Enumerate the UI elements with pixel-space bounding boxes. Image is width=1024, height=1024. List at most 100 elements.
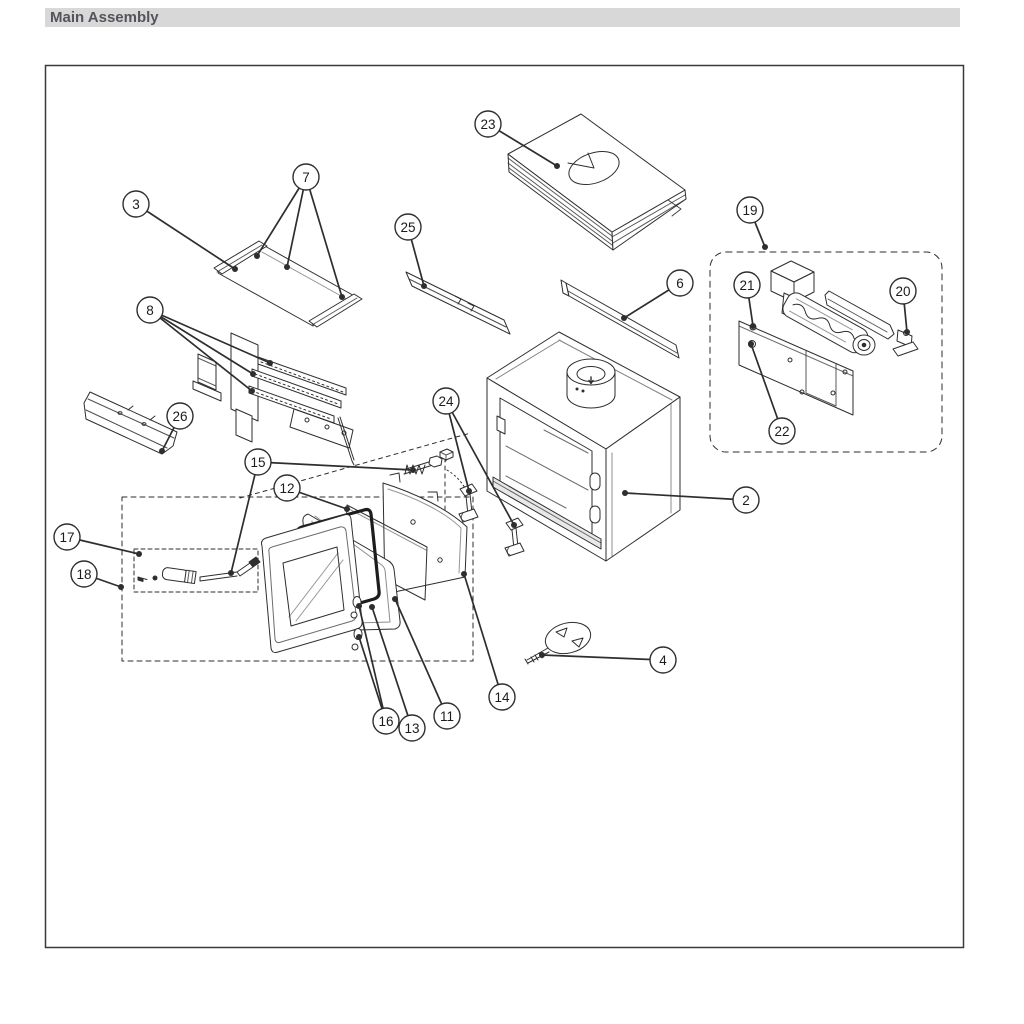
leader-dot [622, 490, 628, 496]
callout-4: 4 [539, 646, 677, 674]
flue-collar [566, 358, 616, 409]
callout-number: 6 [676, 276, 684, 291]
callout-number: 26 [172, 409, 187, 424]
callout-circle [649, 646, 677, 674]
callout-number: 16 [378, 714, 393, 729]
callout-8: 8 [136, 296, 273, 394]
callout-19: 19 [736, 196, 768, 250]
leader-dot [228, 570, 234, 576]
callout-number: 17 [59, 530, 74, 545]
callout-circle [394, 213, 422, 241]
callout-number: 12 [279, 481, 294, 496]
leader-dot [249, 388, 255, 394]
baffle-plate-part [213, 240, 363, 328]
leader-dot [159, 448, 165, 454]
stove-body-part [486, 331, 681, 562]
callout-number: 19 [742, 203, 757, 218]
callout-number: 14 [494, 690, 510, 705]
callout-3: 3 [122, 190, 238, 272]
callout-circle [666, 269, 694, 297]
top-plate-part [507, 113, 687, 251]
damper-disc-part [524, 621, 592, 665]
leader-dot [284, 264, 290, 270]
door-inner-panel-part [382, 472, 468, 595]
callout-circle [736, 196, 764, 224]
leader-dot [344, 506, 350, 512]
callout-17: 17 [53, 523, 142, 557]
leader-dot [539, 652, 545, 658]
callout-number: 8 [146, 303, 154, 318]
leader-dot [461, 571, 467, 577]
callout-6: 6 [621, 269, 694, 321]
leader-dot [136, 551, 142, 557]
callout-circle [433, 702, 461, 730]
air-tube-assembly-part [192, 332, 355, 466]
callout-number: 20 [895, 284, 910, 299]
callout-number: 22 [774, 424, 789, 439]
title-bar: Main Assembly [45, 8, 960, 27]
leader-dot [392, 596, 398, 602]
leader-dot [410, 467, 416, 473]
leader-dot [621, 315, 627, 321]
leader-dot [369, 604, 375, 610]
leader-dot [511, 522, 517, 528]
callout-number: 23 [480, 117, 495, 132]
leader-dot [762, 244, 768, 250]
page-title: Main Assembly [50, 9, 159, 26]
callout-22: 22 [748, 341, 796, 445]
door-assembly [121, 432, 525, 662]
deflector-channel-part [83, 391, 178, 455]
callout-circle [122, 190, 150, 218]
diagram-frame [44, 64, 965, 949]
callout-circle [292, 163, 320, 191]
leader-dot [356, 634, 362, 640]
callout-number: 13 [404, 721, 419, 736]
blower-dashed-box [709, 251, 943, 453]
callout-circle [488, 683, 516, 711]
door-assembly-dashed-box [121, 496, 474, 662]
callout-circle [53, 523, 81, 551]
hinge-parts [458, 483, 525, 557]
callout-circle [136, 296, 164, 324]
callout-number: 21 [739, 278, 754, 293]
callout-circle [432, 387, 460, 415]
callout-11: 11 [392, 596, 461, 730]
callout-circle [273, 474, 301, 502]
handle-kit-dashed-box [133, 548, 259, 593]
callout-circle [372, 707, 400, 735]
callout-18: 18 [70, 560, 124, 590]
leader-dot [267, 360, 273, 366]
callout-23: 23 [474, 110, 560, 169]
callout-15: 15 [228, 448, 416, 576]
leader-dot [904, 329, 910, 335]
callout-circle [398, 714, 426, 742]
callout-24: 24 [432, 387, 517, 528]
leader-dot [750, 323, 756, 329]
callout-number: 3 [132, 197, 140, 212]
leader-dot [250, 371, 256, 377]
callout-20: 20 [889, 277, 917, 335]
leader-dot [356, 603, 362, 609]
door-handle-part [137, 556, 261, 585]
callout-number: 11 [440, 709, 454, 724]
callout-circle [768, 417, 796, 445]
callout-2: 2 [622, 486, 760, 514]
callout-circle [889, 277, 917, 305]
callout-25: 25 [394, 213, 427, 289]
leader-dot [339, 294, 345, 300]
callout-circle [732, 486, 760, 514]
callout-number: 2 [742, 493, 750, 508]
leader-dot [421, 283, 427, 289]
leader-dot [748, 341, 754, 347]
leader-dot [554, 163, 560, 169]
callout-circle [70, 560, 98, 588]
leader-dot [466, 488, 472, 494]
callout-circle [733, 271, 761, 299]
callout-circle [166, 402, 194, 430]
callout-7: 7 [254, 163, 345, 300]
door-frame-part [261, 514, 363, 653]
callout-circle [244, 448, 272, 476]
callout-circle [474, 110, 502, 138]
